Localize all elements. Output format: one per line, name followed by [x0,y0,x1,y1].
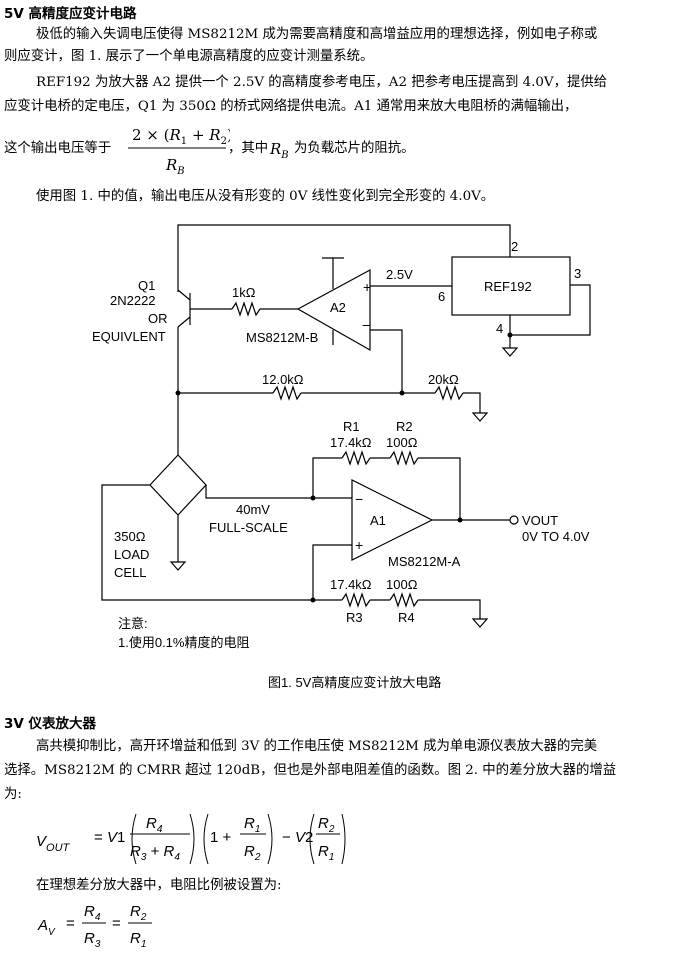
r4-label: R4 [398,610,415,625]
svg-text:−: − [362,317,370,333]
r-12k-label: 12.0kΩ [262,372,304,387]
section-title: 3V 仪表放大器 [4,716,97,732]
r3-label: R3 [346,610,363,625]
vout-range: 0V TO 4.0V [522,529,590,544]
svg-text:R2: R2 [244,843,261,863]
fullscale-label: FULL-SCALE [209,520,288,535]
pin-3: 3 [574,266,581,281]
pin-6: 6 [438,289,445,304]
svg-text:R4: R4 [146,815,163,835]
ref192-box [451,256,571,316]
resistor-r4 [389,592,419,608]
r3-value: 17.4kΩ [330,577,372,592]
section-title: 5V 高精度应变计电路 [4,6,137,22]
r2-value: 100Ω [386,435,418,450]
svg-text:+: + [363,279,371,295]
r1-value: 17.4kΩ [330,435,372,450]
paragraph-line: 为: [4,787,22,802]
resistor-r1 [341,450,371,466]
r-1k-label: 1kΩ [232,285,256,300]
vout-terminal [509,515,519,525]
svg-text:VOUT: VOUT [36,833,71,854]
r-20k-label: 20kΩ [428,372,459,387]
pin-2: 2 [511,239,518,254]
svg-text:1 +: 1 + [210,829,232,846]
q1-emitter [177,316,191,328]
svg-text:R3 + R4: R3 + R4 [130,843,180,863]
svg-text:= V1: = V1 [94,829,125,846]
a2-opamp [296,268,371,352]
resistor-1k [231,301,261,317]
paragraph-line: 为负载芯片的阻抗。 [294,141,415,156]
pin-4: 4 [496,321,503,336]
svg-text:R3: R3 [84,930,101,950]
paragraph-line: 使用图 1. 中的值，输出电压从没有形变的 0V 线性变化到完全形变的 4.0V… [36,189,495,204]
svg-text:− V2: − V2 [282,829,313,846]
paragraph-line: ，其中 [228,141,269,156]
a1-opamp [351,479,434,561]
svg-text:+: + [355,537,363,553]
bridge-left-wire [101,484,313,601]
paragraph-line: 高共模抑制比，高开环增益和低到 3V 的工作电压使 MS8212M 成为单电源仪… [36,739,598,754]
figure-caption: 图1. 5V高精度应变计放大电路 [268,675,442,690]
svg-text:R4: R4 [84,903,101,923]
ratio-formula: AV = R4 R3 = R2 R1 [37,903,152,950]
r2-label: R2 [396,419,413,434]
pin3-wire [509,284,591,336]
r1-label: R1 [343,419,360,434]
q1-or: OR [148,311,168,326]
a1-label: A1 [370,513,386,528]
vout-label: VOUT [522,513,558,528]
supply-wire [177,224,511,292]
resistor-r2 [389,450,419,466]
svg-text:AV: AV [37,917,56,938]
q1-equiv: EQUIVLENT [92,329,166,344]
gain-formula: VOUT = V1 R4 R3 + R4 1 + R1 R2 − V2 R2 R… [36,813,346,865]
svg-text:=: = [66,915,75,932]
resistor-12k [272,385,302,401]
svg-text:−: − [355,491,363,507]
svg-text:R2: R2 [318,815,335,835]
ref-voltage-label: 2.5V [386,267,413,282]
a2-label: A2 [330,300,346,315]
note-item: 1.使用0.1%精度的电阻 [118,635,250,650]
cell-cell: CELL [114,565,147,580]
svg-text:R2: R2 [130,903,147,923]
paragraph-line: 选择。MS8212M 的 CMRR 超过 120dB，但也是外部电阻差值的函数。… [4,763,617,778]
paragraph-line: 在理想差分放大器中，电阻比例被设置为: [36,878,282,893]
cell-resistance: 350Ω [114,529,146,544]
paragraph-line: 应变计电桥的定电压，Q1 为 350Ω 的桥式网络提供电流。A1 通常用来放大电… [4,99,578,114]
cell-load: LOAD [114,547,149,562]
rb-symbol: RB [269,140,289,161]
q1-collector [177,289,191,301]
paragraph-line: 则应变计，图 1. 展示了一个单电源高精度的应变计测量系统。 [4,49,374,64]
svg-text:R1: R1 [244,815,260,835]
resistor-20k [434,385,464,401]
ref192-label: REF192 [484,279,532,294]
bridge [149,454,207,516]
resistor-r3 [341,592,371,608]
paragraph-line: REF192 为放大器 A2 提供一个 2.5V 的高精度参考电压，A2 把参考… [36,75,608,90]
svg-text:R1: R1 [318,843,334,863]
paragraph-line: 这个输出电压等于 [4,141,112,156]
note-title: 注意: [118,616,148,631]
svg-text:=: = [112,915,121,932]
a1-part: MS8212M-A [388,554,461,569]
a2-part: MS8212M-B [246,330,318,345]
q1-label: Q1 [138,278,155,293]
svg-text:2 × (R1 + R2): 2 × (R1 + R2) [132,126,230,147]
output-voltage-formula: 2 × (R1 + R2) RB [128,126,230,176]
a2-feedback-wire [370,329,403,393]
paragraph-line: 极低的输入失调电压使得 MS8212M 成为需要高精度和高增益应用的理想选择，例… [36,27,598,42]
svg-text:R1: R1 [130,930,146,950]
signal-label: 40mV [236,502,270,517]
r4-value: 100Ω [386,577,418,592]
q1-part: 2N2222 [110,293,156,308]
